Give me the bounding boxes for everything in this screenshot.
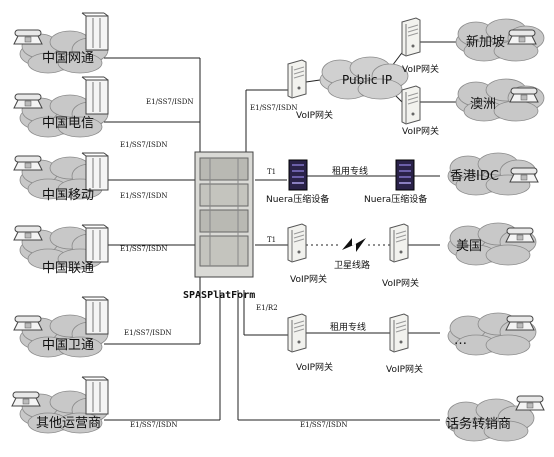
satellite-line-label: 卫星线路 — [334, 259, 370, 271]
destination-hongkong-idc: 香港IDC — [447, 152, 539, 196]
voip-gateway-icon — [401, 85, 421, 125]
operator-label: 中国移动 — [42, 188, 94, 203]
switch-rack-icon — [81, 224, 109, 263]
connection-lines — [104, 41, 456, 421]
operator-china-unicom: 中国联通 E1/SS7/ISDN — [13, 224, 168, 276]
telephone-icon — [515, 395, 545, 411]
link-label-voip-top: E1/SS7/ISDN — [250, 104, 298, 112]
link-label-callcenter: E1/SS7/ISDN — [300, 421, 348, 429]
telephone-icon — [13, 225, 43, 241]
telephone-icon — [505, 315, 535, 331]
link-label: E1/SS7/ISDN — [124, 329, 172, 337]
link-label: E1/SS7/ISDN — [146, 98, 194, 106]
destination-label: 新加坡 — [466, 34, 505, 50]
call-center-reseller: 话务转销商 — [445, 395, 545, 442]
switch-rack-icon — [81, 76, 109, 115]
operator-label: 中国卫通 — [42, 338, 94, 353]
voip-gateway-icon — [287, 223, 307, 263]
telephone-icon — [509, 167, 539, 183]
voip-gateway-label: VoIP网关 — [382, 277, 419, 289]
operator-label: 中国联通 — [42, 261, 94, 276]
telephone-icon — [505, 227, 535, 243]
link-label: E1/SS7/ISDN — [120, 245, 168, 253]
link-label-t1-satellite: T1 — [267, 236, 276, 244]
satellite-lightning-icon — [342, 238, 366, 252]
destination-singapore: 新加坡 — [455, 18, 545, 62]
switch-rack-icon — [81, 152, 109, 191]
operator-label: 其他运营商 — [36, 416, 101, 431]
destination-label: 澳洲 — [470, 96, 496, 112]
nuera-label: Nuera压缩设备 — [364, 193, 427, 205]
switch-rack-icon — [81, 376, 109, 415]
destination-label: 香港IDC — [450, 169, 499, 184]
switch-rack-icon — [81, 296, 109, 335]
call-center-label: 话务转销商 — [446, 416, 511, 432]
public-ip-cloud: Public IP — [319, 56, 409, 100]
public-ip-label: Public IP — [342, 73, 392, 87]
link-label: E1/SS7/ISDN — [120, 141, 168, 149]
destination-label: … — [454, 333, 467, 348]
telephone-icon — [13, 93, 43, 109]
telephone-icon — [13, 155, 43, 171]
telephone-icon — [13, 315, 43, 331]
destination-australia: 澳洲 — [455, 78, 545, 122]
link-label-t1-nuera: T1 — [267, 168, 276, 176]
spas-platform-rack — [194, 151, 254, 278]
destination-usa: 美国 — [447, 222, 537, 266]
voip-gateway-icon — [287, 59, 307, 99]
operator-label: 中国电信 — [42, 116, 94, 131]
operator-china-satcom: 中国卫通 E1/SS7/ISDN — [13, 296, 172, 358]
link-label: E1/SS7/ISDN — [120, 192, 168, 200]
link-label-e1-r2: E1/R2 — [256, 304, 278, 312]
voip-gateway-label: VoIP网关 — [386, 363, 423, 375]
operator-other-carriers: 其他运营商 E1/SS7/ISDN — [11, 376, 178, 434]
voip-gateway-label: VoIP网关 — [402, 125, 439, 137]
voip-gateway-icon — [389, 223, 409, 263]
dedicated-line-label: 租用专线 — [332, 165, 368, 177]
operator-label: 中国网通 — [42, 51, 94, 66]
link-label: E1/SS7/ISDN — [130, 421, 178, 429]
operator-china-telecom: 中国电信 E1/SS7/ISDN — [13, 76, 168, 149]
voip-gateway-label: VoIP网关 — [296, 109, 333, 121]
voip-gateway-icon — [389, 313, 409, 353]
telephone-icon — [507, 29, 537, 45]
nuera-compressor-icon — [395, 159, 415, 191]
voip-gateway-label: VoIP网关 — [402, 63, 439, 75]
destination-label: 美国 — [456, 239, 482, 254]
voip-gateway-icon — [287, 313, 307, 353]
voip-gateway-label: VoIP网关 — [290, 273, 327, 285]
operator-china-netcom: 中国网通 E1/SS7/ISDN — [13, 12, 194, 106]
telephone-icon — [11, 391, 41, 407]
nuera-label: Nuera压缩设备 — [266, 193, 329, 205]
platform-label: SPASPlatForm — [183, 290, 255, 301]
telephone-icon — [13, 29, 43, 45]
switch-rack-icon — [81, 12, 109, 51]
telephone-icon — [509, 87, 539, 103]
voip-gateway-label: VoIP网关 — [296, 361, 333, 373]
voip-gateway-icon — [401, 17, 421, 57]
nuera-compressor-icon — [288, 159, 308, 191]
destination-other: … — [447, 312, 537, 356]
operator-china-mobile: 中国移动 E1/SS7/ISDN — [13, 152, 168, 203]
dedicated-line-label: 租用专线 — [330, 321, 366, 333]
